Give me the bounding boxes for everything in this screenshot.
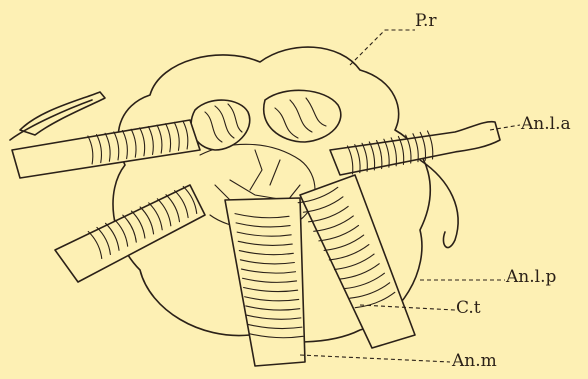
label-anlp: An.l.p xyxy=(506,269,556,286)
label-ct: C.t xyxy=(456,300,481,317)
label-pr: P.r xyxy=(415,13,437,30)
left-upper-appendage xyxy=(10,92,105,140)
label-anm: An.m xyxy=(452,353,497,370)
label-anla: An.l.a xyxy=(521,116,571,133)
